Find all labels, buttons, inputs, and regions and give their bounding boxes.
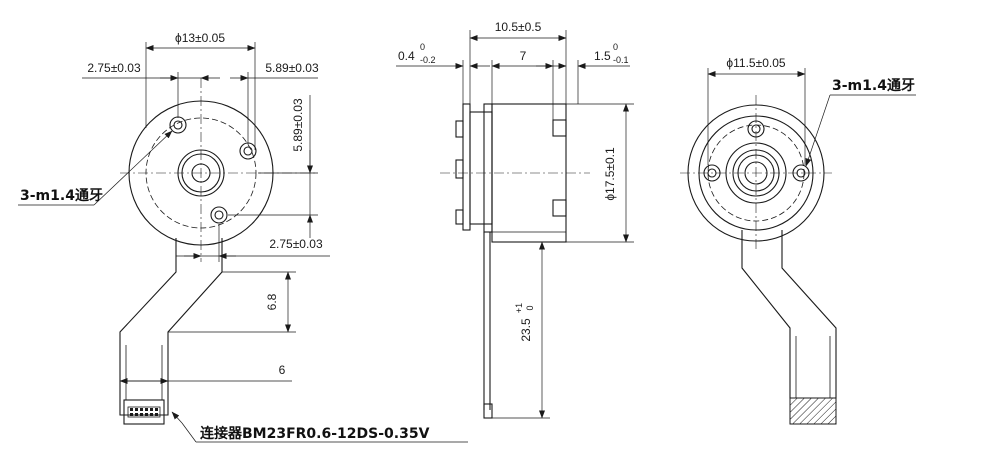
dim-15-sup: 0 — [613, 42, 618, 52]
rear-flex-cable — [741, 230, 837, 399]
side-flex-end — [483, 403, 493, 419]
rear-view: ϕ11.5±0.05 3-m1.4通牙 — [680, 56, 916, 425]
dim-115: ϕ11.5±0.05 — [726, 56, 785, 70]
dim-235-main: 23.5 — [519, 318, 533, 342]
side-flange — [462, 103, 471, 231]
dim-235-sub: 0 — [525, 305, 535, 310]
dim-175: ϕ17.5±0.1 — [603, 147, 617, 201]
connector-pins — [130, 408, 158, 416]
side-screw-head — [455, 209, 464, 225]
front-view: ϕ13±0.05 2.75±0.03 5.89±0.03 5.89±0.03 2… — [18, 31, 468, 443]
front-screw-hole — [169, 116, 187, 134]
side-screw-head — [455, 159, 464, 179]
dim-04-main: 0.4 — [398, 49, 415, 63]
dim-589-side: 5.89±0.03 — [291, 98, 305, 152]
rear-flex-contacts — [789, 397, 837, 425]
dim-6: 6 — [279, 363, 286, 377]
dim-68: 6.8 — [265, 293, 279, 310]
side-screw-head — [455, 120, 464, 138]
dim-7: 7 — [520, 49, 527, 63]
front-flex-cable — [119, 238, 223, 416]
dim-04-sub: -0.2 — [420, 55, 436, 65]
front-screw-hole — [210, 206, 228, 224]
dim-275-bottom: 2.75±0.03 — [269, 237, 323, 251]
front-holes-label: 3-m1.4通牙 — [20, 188, 103, 204]
connector-label: 连接器BM23FR0.6-12DS-0.35V — [200, 425, 430, 442]
dim-589-top: 5.89±0.03 — [265, 61, 319, 75]
dim-15-main: 1.5 — [594, 49, 611, 63]
dim-275-top: 2.75±0.03 — [87, 61, 141, 75]
front-screw-hole — [239, 142, 257, 160]
dim-04-sup: 0 — [420, 42, 425, 52]
dim-235-sup: +1 — [514, 303, 524, 313]
rear-holes-label: 3-m1.4通牙 — [832, 78, 915, 94]
dim-15-sub: -0.1 — [613, 55, 629, 65]
side-view: 10.5±0.5 7 0.4 0 -0.2 1.5 0 -0.1 ϕ17.5±0… — [396, 20, 634, 419]
dim-105: 10.5±0.5 — [495, 20, 542, 34]
dim-dia13: ϕ13±0.05 — [175, 31, 225, 45]
side-pad — [552, 199, 567, 217]
front-connector — [123, 399, 165, 425]
side-pad — [552, 119, 567, 137]
